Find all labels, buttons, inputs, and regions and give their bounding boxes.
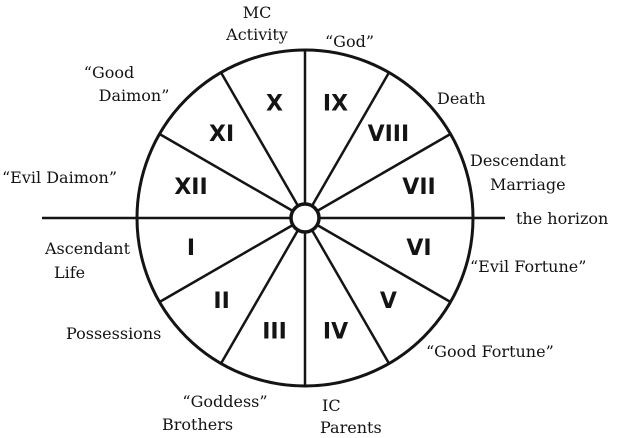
- horizon-label: the horizon: [516, 209, 609, 228]
- house-divider: [310, 229, 391, 365]
- house-divider: [219, 229, 300, 365]
- house-divider: [158, 223, 294, 304]
- good-daimon-label-line2: Daimon”: [98, 86, 170, 105]
- center-hub: [289, 202, 321, 234]
- ic-label: IC: [322, 396, 341, 415]
- house-numeral-ii: II: [213, 289, 229, 314]
- house-numeral-xi: XI: [209, 122, 234, 147]
- evil-fortune-label: “Evil Fortune”: [470, 257, 587, 276]
- house-divider: [316, 132, 452, 213]
- death-label: Death: [437, 89, 486, 108]
- house-divider: [219, 71, 300, 207]
- house-numeral-x: X: [266, 92, 283, 117]
- evil-daimon-label: “Evil Daimon”: [2, 168, 117, 187]
- house-numeral-vii: VII: [402, 175, 435, 200]
- ascendant-label: Ascendant: [44, 239, 130, 258]
- marriage-label: Marriage: [490, 175, 566, 194]
- house-numeral-ix: IX: [323, 92, 348, 117]
- parents-label: Parents: [320, 418, 382, 437]
- house-dividers: [158, 50, 452, 386]
- god-label: “God”: [325, 32, 375, 51]
- house-numeral-vi: VI: [406, 236, 431, 261]
- house-numeral-v: V: [380, 289, 397, 314]
- house-divider: [316, 223, 452, 304]
- house-numeral-iv: IV: [323, 320, 348, 345]
- brothers-label: Brothers: [162, 415, 234, 434]
- house-numeral-i: I: [187, 236, 195, 261]
- house-divider: [310, 71, 391, 207]
- life-label: Life: [54, 263, 86, 282]
- activity-label: Activity: [226, 25, 288, 44]
- good-fortune-label: “Good Fortune”: [426, 342, 554, 361]
- mc-label: MC: [242, 3, 272, 22]
- descendant-label: Descendant: [470, 151, 566, 170]
- house-divider: [158, 132, 294, 213]
- good-daimon-label-line1: “Good: [83, 63, 135, 82]
- goddess-label: “Goddess”: [182, 392, 268, 411]
- house-numeral-iii: III: [262, 320, 287, 345]
- house-numeral-xii: XII: [174, 175, 207, 200]
- possessions-label: Possessions: [66, 324, 162, 343]
- house-numeral-viii: VIII: [368, 122, 410, 147]
